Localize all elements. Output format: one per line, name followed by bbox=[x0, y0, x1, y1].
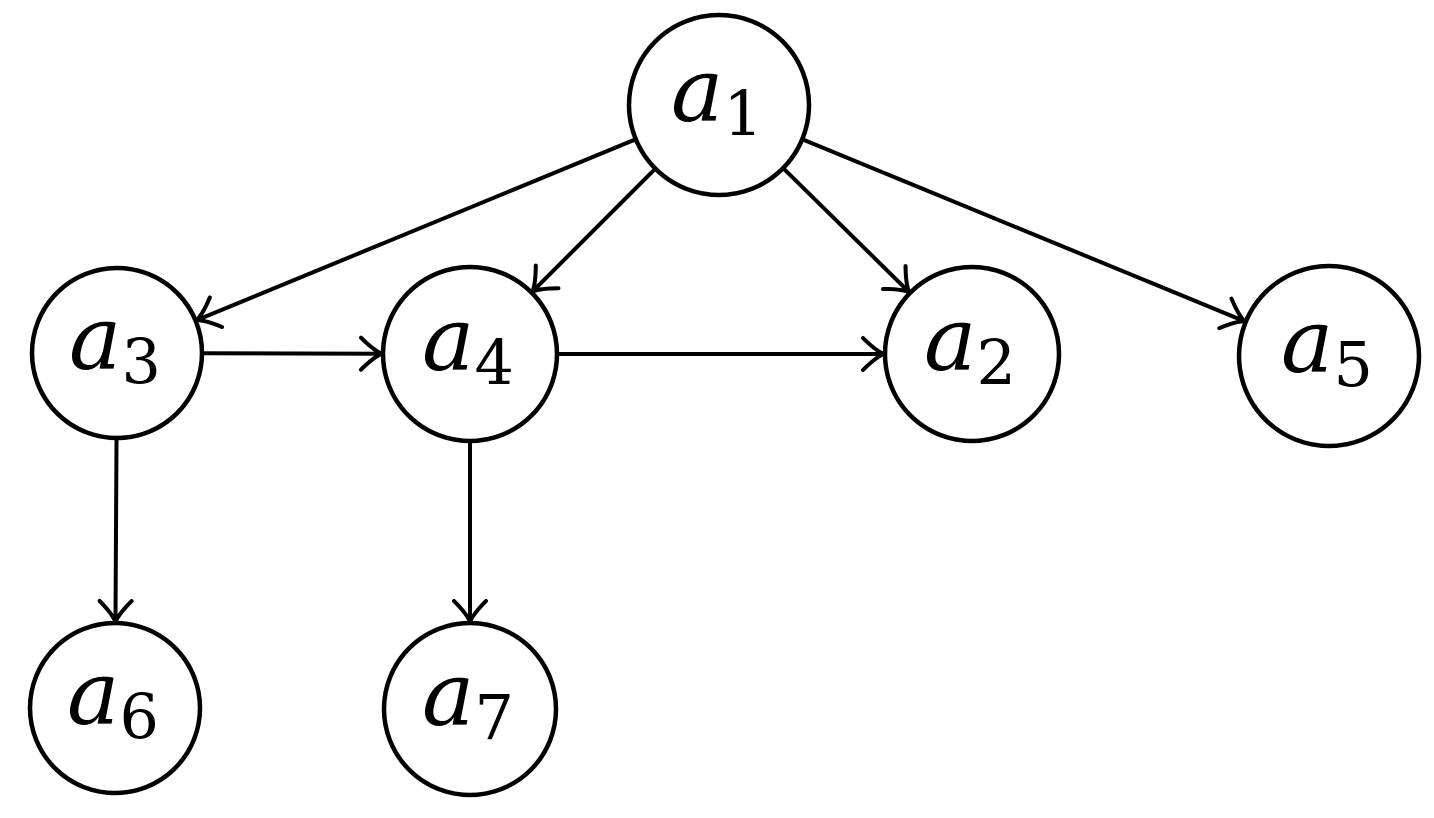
node-label-a1: a1 bbox=[671, 39, 763, 150]
node-label-a6: a6 bbox=[67, 642, 159, 753]
node-circle-a7 bbox=[381, 620, 559, 798]
edge-a1-to-a3 bbox=[192, 137, 637, 330]
node-label-a2: a2 bbox=[924, 288, 1016, 399]
edge-a3-to-a6 bbox=[97, 437, 134, 627]
node-label-a5: a5 bbox=[1281, 290, 1373, 401]
edge-a3-to-a4 bbox=[201, 335, 387, 372]
node-a4: a4 bbox=[380, 264, 560, 444]
node-circle-a4 bbox=[380, 264, 560, 444]
node-a5: a5 bbox=[1236, 263, 1422, 449]
edge-a1-to-a5 bbox=[801, 137, 1249, 331]
node-circle-a3 bbox=[29, 265, 205, 441]
node-label-a7: a7 bbox=[422, 643, 514, 754]
node-label-a4: a4 bbox=[422, 288, 514, 399]
node-circle-a1 bbox=[626, 12, 812, 198]
node-circle-a2 bbox=[882, 264, 1062, 444]
node-a7: a7 bbox=[381, 620, 559, 798]
node-a6: a6 bbox=[27, 620, 203, 796]
node-a2: a2 bbox=[882, 264, 1062, 444]
node-a1: a1 bbox=[626, 12, 812, 198]
node-label-a3: a3 bbox=[69, 287, 161, 398]
edge-a1-to-a2 bbox=[781, 166, 913, 296]
node-a3: a3 bbox=[29, 265, 205, 441]
node-circle-a6 bbox=[27, 620, 203, 796]
node-circle-a5 bbox=[1236, 263, 1422, 449]
edge-a1-to-a4 bbox=[529, 167, 657, 295]
